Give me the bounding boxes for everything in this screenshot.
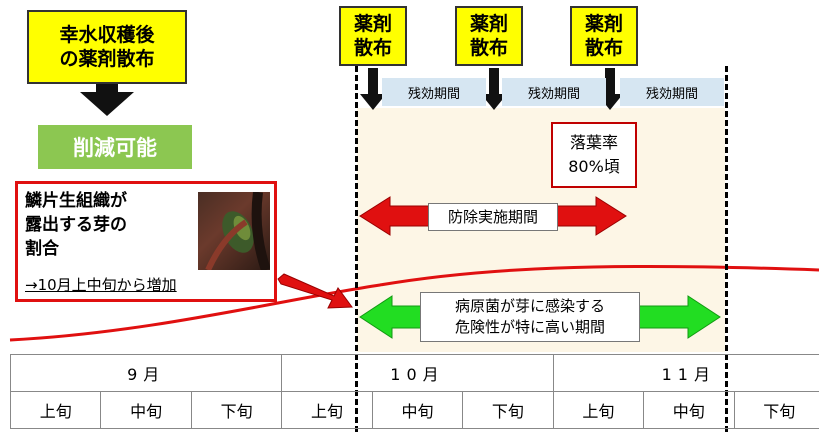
- calendar-table: 9月 10月 11月 上旬 中旬 下旬 上旬 中旬 下旬 上旬 中旬 下旬: [9, 354, 819, 429]
- reducible-label: 削減可能: [38, 125, 192, 169]
- dekad-cell: 中旬: [643, 391, 735, 429]
- bud-photo-illustration: [205, 192, 270, 270]
- down-arrow-harvest: [80, 82, 134, 116]
- month-oct: 10月: [281, 354, 554, 392]
- dekad-cell: 下旬: [462, 391, 554, 429]
- residual-period-2: 残効期間: [502, 78, 606, 106]
- control-period-label: 防除実施期間: [428, 203, 558, 231]
- dekad-cell: 上旬: [552, 391, 645, 429]
- risk-period-label: 病原菌が芽に感染する 危険性が特に高い期間: [420, 292, 640, 342]
- dekad-cell: 下旬: [733, 391, 819, 429]
- month-row: 9月 10月 11月: [9, 354, 819, 392]
- month-sep: 9月: [9, 354, 283, 392]
- scale-exposure-title: 鱗片生組織が 露出する芽の 割合: [25, 191, 127, 259]
- dashed-line-left: [355, 66, 358, 432]
- residual-period-1: 残効期間: [382, 78, 486, 106]
- dekad-row: 上旬 中旬 下旬 上旬 中旬 下旬 上旬 中旬 下旬: [9, 391, 819, 429]
- bud-photo: [198, 192, 270, 270]
- residual-period-3: 残効期間: [620, 78, 724, 106]
- spray-callout-2: 薬剤 散布: [455, 6, 523, 66]
- spray-callout-1: 薬剤 散布: [339, 6, 407, 66]
- scale-exposure-note: →10月上中旬から増加: [25, 276, 177, 294]
- pointer-arrow: [277, 273, 353, 309]
- dekad-cell: 中旬: [371, 391, 464, 429]
- down-arrow-spray-2: [481, 68, 507, 110]
- dekad-cell: 上旬: [9, 391, 102, 429]
- dekad-cell: 中旬: [100, 391, 192, 429]
- down-arrow-spray-1: [360, 68, 386, 110]
- spray-callout-3: 薬剤 散布: [570, 6, 638, 66]
- leaf-fall-box: 落葉率 80%頃: [551, 122, 637, 188]
- exposed-bud-curve: [9, 265, 819, 342]
- dekad-cell: 上旬: [281, 391, 373, 429]
- month-nov: 11月: [552, 354, 819, 392]
- harvest-spray-callout: 幸水収穫後 の薬剤散布: [27, 10, 187, 84]
- scale-exposure-box: 鱗片生組織が 露出する芽の 割合 →10月上中旬から増加: [15, 181, 277, 302]
- dashed-line-right: [725, 66, 728, 432]
- dekad-cell: 下旬: [190, 391, 283, 429]
